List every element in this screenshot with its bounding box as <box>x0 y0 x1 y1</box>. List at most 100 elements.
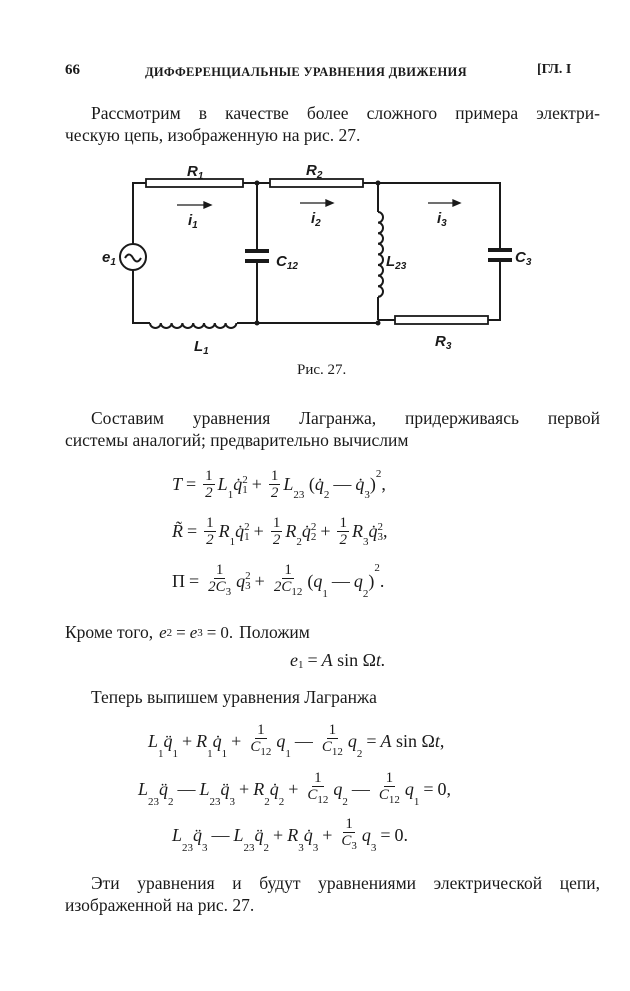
label-r1: R1 <box>187 163 204 182</box>
subscript: 3 <box>362 536 369 548</box>
text-line: системы аналогий; предварительно вычисли… <box>65 430 409 450</box>
text-line: Эти уравнения и будут уравнениями электр… <box>91 873 600 893</box>
math-symbol: L <box>217 474 228 494</box>
subscript: 3 <box>370 842 377 854</box>
text-line: ческую цепь, изображенную на рис. 27. <box>65 125 361 145</box>
label-c12: C12 <box>276 253 298 272</box>
subscript: 3 <box>202 842 208 854</box>
text-line: изображенной на рис. 27. <box>65 895 255 915</box>
numerator: 1 <box>383 770 396 787</box>
numerator: 1 <box>213 562 226 579</box>
math-operator: = <box>423 778 434 799</box>
math-operator: + <box>253 521 264 541</box>
subscript: 2 <box>263 842 270 854</box>
subscript: 1 <box>221 748 228 760</box>
math-symbol: L <box>233 824 244 845</box>
denominator: 2 <box>269 485 281 501</box>
junction <box>375 180 381 186</box>
subscript: 2 <box>362 588 369 600</box>
numerator: 1 <box>270 515 283 532</box>
math-text: ( <box>304 474 315 494</box>
subscript: 3 <box>351 840 357 852</box>
inductor-l23 <box>377 211 384 298</box>
math-symbol: q̇ <box>368 521 378 541</box>
paragraph-now: Теперь выпишем уравнения Лагранжа <box>65 686 600 708</box>
math-text: 0. <box>220 623 234 642</box>
resistor-r2 <box>269 178 364 188</box>
subscript: 12 <box>317 794 329 806</box>
text-line: Составим уравнения Лагранжа, придерживая… <box>91 408 600 428</box>
subscript: 2 <box>166 627 173 639</box>
subscript: 3 <box>364 489 370 501</box>
math-operator: — <box>294 730 313 751</box>
math-symbol: q <box>404 778 414 799</box>
subscript: 3 <box>225 586 232 598</box>
math-symbol: e <box>189 623 198 642</box>
math-operator: + <box>182 730 193 751</box>
denominator-text: 2C <box>273 579 292 595</box>
subscript: 12 <box>388 794 400 806</box>
label-l1: L1 <box>194 338 209 357</box>
math-operator: = <box>176 623 186 642</box>
subscript: 2 <box>278 796 285 808</box>
math-symbol: R̃ <box>172 521 183 541</box>
paragraph-intro: Рассмотрим в качестве более сложного при… <box>65 102 600 146</box>
denominator-text: 2 <box>205 485 213 501</box>
math-symbol: q̇ <box>301 521 311 541</box>
math-symbol: q <box>236 570 246 591</box>
numerator: 1 <box>203 468 215 485</box>
math-text: sin Ω <box>332 650 377 670</box>
label-i3: i3 <box>437 210 447 229</box>
subscript: 1 <box>207 748 213 760</box>
denominator-text: C <box>250 739 261 755</box>
label-i1: i1 <box>188 212 198 231</box>
numerator: 1 <box>326 722 339 739</box>
math-symbol: q̈ <box>159 778 169 799</box>
subscript: 23 <box>209 796 221 808</box>
numerator: 1 <box>268 468 281 485</box>
subscript: 3 <box>245 580 251 592</box>
denominator: C12 <box>305 787 330 808</box>
numerator: 1 <box>337 515 349 532</box>
text-line: Рассмотрим в качестве более сложного при… <box>91 103 600 123</box>
math-operator: = <box>186 474 197 494</box>
running-title: ДИФФЕРЕНЦИАЛЬНЫЕ УРАВНЕНИЯ ДВИЖЕНИЯ <box>145 65 467 79</box>
math-symbol: q̇ <box>269 778 279 799</box>
numerator: 1 <box>343 816 355 833</box>
math-operator: = <box>380 824 391 845</box>
superscript: 2 <box>377 520 383 533</box>
junction <box>254 320 260 326</box>
chapter-label: [ГЛ. I <box>537 62 572 77</box>
math-text: ) <box>369 474 376 494</box>
math-operator: = <box>206 623 217 642</box>
math-symbol: R <box>196 730 208 751</box>
math-symbol: q <box>361 824 371 845</box>
capacitor-c12 <box>245 249 269 263</box>
denominator-text: C <box>378 787 389 803</box>
math-symbol: q <box>313 570 323 591</box>
math-text: ( <box>307 570 314 591</box>
math-symbol: q̈ <box>254 824 264 845</box>
label-r2: R2 <box>306 162 323 181</box>
subscript: 12 <box>260 746 272 758</box>
math-operator: + <box>273 824 284 845</box>
subscript: 1 <box>158 748 164 760</box>
subscript: 2 <box>264 796 270 808</box>
subscript: 2 <box>168 796 174 808</box>
label-r3: R3 <box>435 333 452 352</box>
subscript: 23 <box>243 842 255 854</box>
math-symbol: R <box>285 521 297 541</box>
subscript: 2 <box>356 748 363 760</box>
math-symbol: e <box>159 623 167 642</box>
math-symbol: t <box>434 730 440 751</box>
math-text: ) <box>368 570 375 591</box>
math-operator: = <box>187 521 198 541</box>
